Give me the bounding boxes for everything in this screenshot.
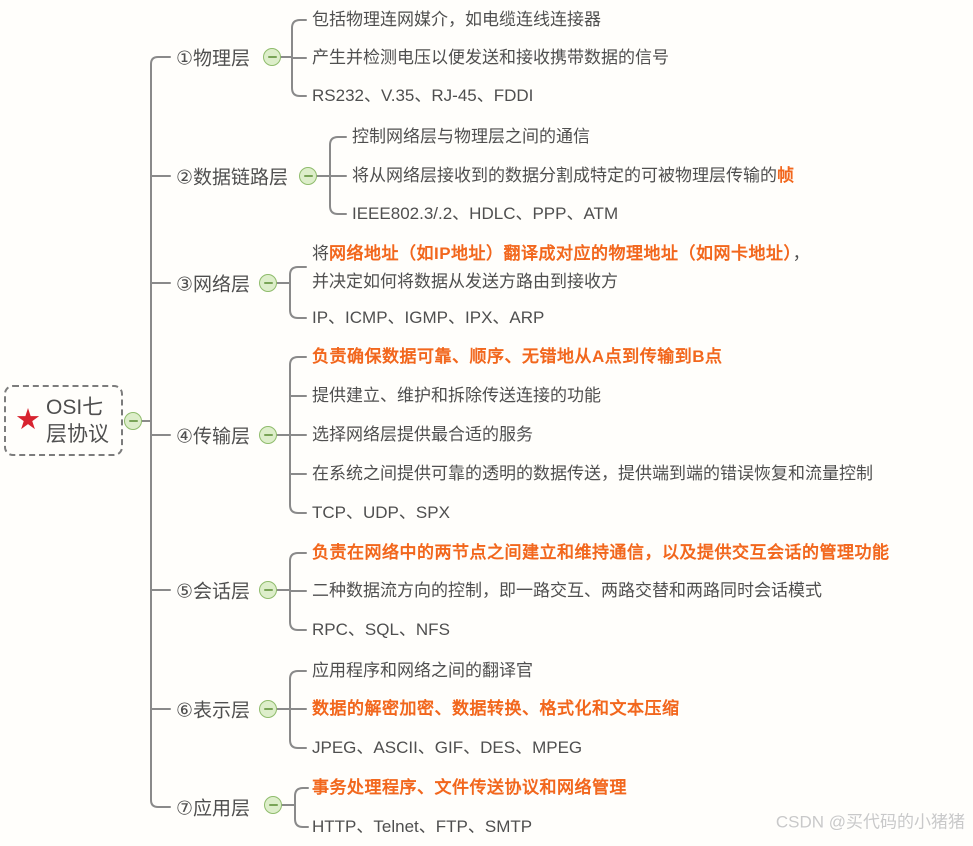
subtopic-network-1[interactable]: 将网络地址（如IP地址）翻译成对应的物理地址（如网卡地址）， 并决定如何将数据从… (312, 240, 810, 296)
subtopic-text: 在系统之间提供可靠的透明的数据传送，提供端到端的错误恢复和流量控制 (312, 464, 873, 483)
subtopic-text: 控制网络层与物理层之间的通信 (352, 127, 590, 146)
subtopic-application-2[interactable]: HTTP、Telnet、FTP、SMTP (312, 816, 532, 838)
subtopic-text: 将从网络层接收到的数据分割成特定的可被物理层传输的 (352, 166, 777, 185)
subtopic-session-3[interactable]: RPC、SQL、NFS (312, 619, 450, 641)
watermark: CSDN @买代码的小猪猪 (775, 812, 965, 832)
subtopic-text: 将 (312, 244, 329, 263)
connector-branch-network (276, 266, 307, 319)
subtopic-physical-1[interactable]: 包括物理连网媒介，如电缆连线连接器 (312, 9, 601, 31)
subtopic-transport-4[interactable]: 在系统之间提供可靠的透明的数据传送，提供端到端的错误恢复和流量控制 (312, 463, 873, 485)
root-topic-title: OSI七 层协议 (46, 394, 109, 448)
subtopic-text: ， (792, 244, 810, 263)
subtopic-application-1[interactable]: 事务处理程序、文件传送协议和网络管理 (312, 777, 627, 799)
subtopic-physical-3[interactable]: RS232、V.35、RJ-45、FDDI (312, 85, 533, 107)
subtopic-text-highlight: 数据的解密加密、数据转换、格式化和文本压缩 (312, 699, 680, 718)
branch-topic-presentation-layer[interactable]: ⑥表示层 (176, 696, 250, 723)
minus-icon (263, 708, 273, 710)
branch-label: ④传输层 (176, 426, 251, 448)
branch-label: ⑦应用层 (176, 798, 251, 820)
collapse-button-session-layer[interactable] (259, 581, 277, 599)
minus-icon (267, 56, 277, 58)
branch-label: ⑤会话层 (176, 581, 251, 603)
subtopic-text-highlight: 帧 (777, 166, 795, 185)
connector-branch-application (281, 787, 309, 828)
collapse-button-network-layer[interactable] (259, 274, 277, 292)
minus-icon (263, 589, 273, 591)
collapse-button-application-layer[interactable] (264, 796, 282, 814)
subtopic-line: 将网络地址（如IP地址）翻译成对应的物理地址（如网卡地址）， (312, 240, 810, 268)
branch-topic-session-layer[interactable]: ⑤会话层 (176, 577, 250, 604)
subtopic-session-2[interactable]: 二种数据流方向的控制，即一路交互、两路交替和两路同时会话模式 (312, 580, 822, 602)
branch-topic-network-layer[interactable]: ③网络层 (176, 270, 250, 297)
collapse-button-presentation-layer[interactable] (259, 700, 277, 718)
connector-branch-datalink (316, 136, 347, 215)
collapse-button-transport-layer[interactable] (259, 426, 277, 444)
subtopic-line: 并决定如何将数据从发送方路由到接收方 (312, 268, 810, 296)
subtopic-presentation-2[interactable]: 数据的解密加密、数据转换、格式化和文本压缩 (312, 698, 680, 720)
subtopic-network-2[interactable]: IP、ICMP、IGMP、IPX、ARP (312, 307, 544, 329)
branch-label: ①物理层 (176, 48, 251, 70)
branch-label: ③网络层 (176, 274, 251, 296)
subtopic-text: JPEG、ASCII、GIF、DES、MPEG (312, 738, 583, 757)
minus-icon (268, 804, 278, 806)
subtopic-text: 提供建立、维护和拆除传送连接的功能 (312, 386, 601, 405)
subtopic-text-highlight: 负责确保数据可靠、顺序、无错地从A点到传输到B点 (312, 347, 723, 366)
subtopic-datalink-2[interactable]: 将从网络层接收到的数据分割成特定的可被物理层传输的帧 (352, 165, 795, 187)
branch-topic-application-layer[interactable]: ⑦应用层 (176, 794, 250, 821)
branch-label: ⑥表示层 (176, 700, 251, 722)
root-title-line1: OSI七 (46, 395, 104, 419)
connector-branch-transport (276, 356, 307, 514)
subtopic-text: IP、ICMP、IGMP、IPX、ARP (312, 308, 545, 327)
subtopic-text: HTTP、Telnet、FTP、SMTP (312, 817, 533, 836)
subtopic-presentation-3[interactable]: JPEG、ASCII、GIF、DES、MPEG (312, 737, 582, 759)
subtopic-text: 产生并检测电压以便发送和接收携带数据的信号 (312, 48, 669, 67)
minus-icon (263, 282, 273, 284)
subtopic-presentation-1[interactable]: 应用程序和网络之间的翻译官 (312, 660, 533, 682)
connector-branch-presentation (276, 670, 307, 749)
connector-trunk (141, 56, 171, 808)
subtopic-text-highlight: 负责在网络中的两节点之间建立和维持通信，以及提供交互会话的管理功能 (312, 543, 890, 562)
subtopic-text: 并决定如何将数据从发送方路由到接收方 (312, 272, 618, 291)
subtopic-text: IEEE802.3/.2、HDLC、PPP、ATM (352, 204, 619, 223)
minus-icon (263, 434, 273, 436)
subtopic-text-highlight: 网络地址（如IP地址）翻译成对应的物理地址（如网卡地址） (329, 244, 793, 263)
subtopic-text: 包括物理连网媒介，如电缆连线连接器 (312, 10, 601, 29)
collapse-button-root[interactable] (124, 412, 142, 430)
subtopic-text: RS232、V.35、RJ-45、FDDI (312, 86, 534, 105)
subtopic-physical-2[interactable]: 产生并检测电压以便发送和接收携带数据的信号 (312, 47, 669, 69)
connector-branch-session (276, 552, 307, 631)
collapse-button-physical-layer[interactable] (263, 48, 281, 66)
branch-label: ②数据链路层 (176, 167, 289, 189)
subtopic-text: RPC、SQL、NFS (312, 620, 450, 639)
subtopic-text: 二种数据流方向的控制，即一路交互、两路交替和两路同时会话模式 (312, 581, 822, 600)
minus-icon (303, 175, 313, 177)
branch-topic-datalink-layer[interactable]: ②数据链路层 (176, 163, 288, 190)
connector-branch-physical (280, 19, 307, 97)
subtopic-session-1[interactable]: 负责在网络中的两节点之间建立和维持通信，以及提供交互会话的管理功能 (312, 542, 890, 564)
subtopic-text: 选择网络层提供最合适的服务 (312, 425, 533, 444)
subtopic-transport-5[interactable]: TCP、UDP、SPX (312, 502, 450, 524)
minus-icon (128, 420, 138, 422)
subtopic-transport-1[interactable]: 负责确保数据可靠、顺序、无错地从A点到传输到B点 (312, 346, 723, 368)
branch-topic-transport-layer[interactable]: ④传输层 (176, 422, 250, 449)
subtopic-text: 应用程序和网络之间的翻译官 (312, 661, 533, 680)
subtopic-datalink-1[interactable]: 控制网络层与物理层之间的通信 (352, 126, 590, 148)
subtopic-datalink-3[interactable]: IEEE802.3/.2、HDLC、PPP、ATM (352, 203, 618, 225)
collapse-button-datalink-layer[interactable] (299, 167, 317, 185)
star-icon: ★ (15, 404, 41, 436)
subtopic-text-highlight: 事务处理程序、文件传送协议和网络管理 (312, 778, 627, 797)
root-title-line2: 层协议 (46, 422, 109, 446)
subtopic-transport-2[interactable]: 提供建立、维护和拆除传送连接的功能 (312, 385, 601, 407)
subtopic-text: TCP、UDP、SPX (312, 503, 450, 522)
branch-topic-physical-layer[interactable]: ①物理层 (176, 44, 250, 71)
root-topic[interactable]: ★ OSI七 层协议 (4, 385, 123, 456)
subtopic-transport-3[interactable]: 选择网络层提供最合适的服务 (312, 424, 533, 446)
